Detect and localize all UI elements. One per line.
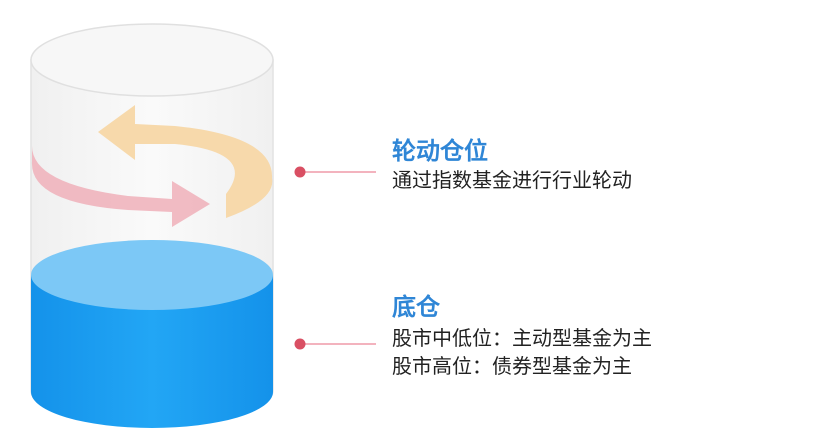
base-position-title: 底仓 [392,293,440,321]
rotation-arrow-right-icon [31,145,211,227]
base-position-line-high-market: 股市高位：债券型基金为主 [392,354,632,378]
rotation-position-title: 轮动仓位 [392,137,488,165]
rotation-position-callout: 轮动仓位 通过指数基金进行行业轮动 [392,136,632,194]
liquid-surface [31,240,273,310]
base-position-callout: 底仓 股市中低位：主动型基金为主 股市高位：债券型基金为主 [392,292,652,380]
glass-cylinder-top [30,23,274,97]
connector-dot-top [294,166,306,178]
liquid-body [31,275,273,428]
connector-dot-bottom [294,338,306,350]
base-position-line-low-market: 股市中低位：主动型基金为主 [392,326,652,350]
rotation-arrow-left-icon [98,105,273,218]
rotation-position-description: 通过指数基金进行行业轮动 [392,168,632,192]
